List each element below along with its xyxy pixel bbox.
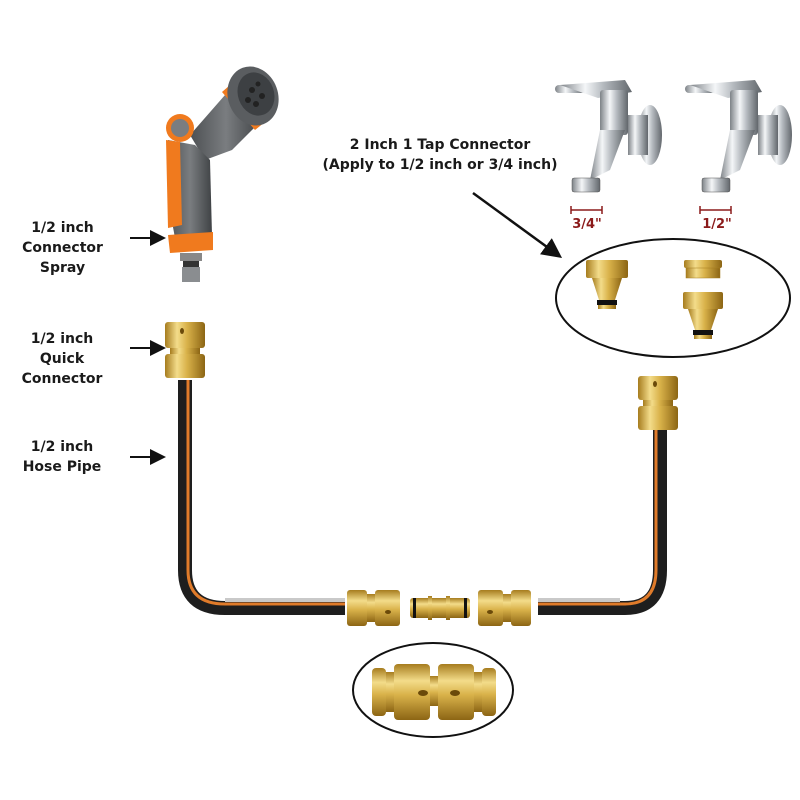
tap-connector-large <box>586 260 628 309</box>
tap-adapter-ring <box>684 260 722 279</box>
quick-connector-label-line1: 1/2 inch <box>30 331 94 347</box>
hose-pipe-label: 1/2 inch Hose Pipe <box>0 437 124 477</box>
hose-pipe-label-line1: 1/2 inch <box>30 439 94 455</box>
tap-size-1-2-marker <box>699 206 732 214</box>
quick-connector-label: 1/2 inch Quick Connector <box>0 329 124 389</box>
quick-connector-middle-right <box>478 590 531 626</box>
tap-3-4 <box>555 80 662 193</box>
tap-connector-arrow <box>472 191 563 258</box>
quick-connector-label-line2: Quick Connector <box>21 351 103 387</box>
spray-label-line1: 1/2 inch <box>31 220 94 236</box>
double-male-connector <box>410 596 470 620</box>
spray-label: 1/2 inch Connector Spray <box>0 218 125 278</box>
tap-connector-label-line2: (Apply to 1/2 inch or 3/4 inch) <box>322 157 558 173</box>
tap-size-3-4-marker <box>570 206 603 214</box>
quick-connector-right-top <box>638 376 678 430</box>
connected-detail-callout <box>352 642 514 738</box>
tap-size-1-2-label: 1/2" <box>702 217 732 232</box>
hose-pipe <box>178 380 667 615</box>
hose-pipe-label-line2: Hose Pipe <box>22 459 102 475</box>
tap-connector-small <box>683 292 723 339</box>
spray-label-line2: Connector Spray <box>22 240 103 276</box>
tap-size-3-4-label: 3/4" <box>572 217 602 232</box>
tap-connector-label-line1: 2 Inch 1 Tap Connector <box>349 137 531 153</box>
tap-connector-callout <box>555 238 791 358</box>
quick-connector-middle-left <box>347 590 400 626</box>
tap-1-2 <box>685 80 792 193</box>
connected-connectors-detail <box>372 664 496 720</box>
spray-gun <box>166 66 279 282</box>
quick-connector-left-top <box>165 322 205 378</box>
tap-connector-label: 2 Inch 1 Tap Connector (Apply to 1/2 inc… <box>320 135 560 175</box>
